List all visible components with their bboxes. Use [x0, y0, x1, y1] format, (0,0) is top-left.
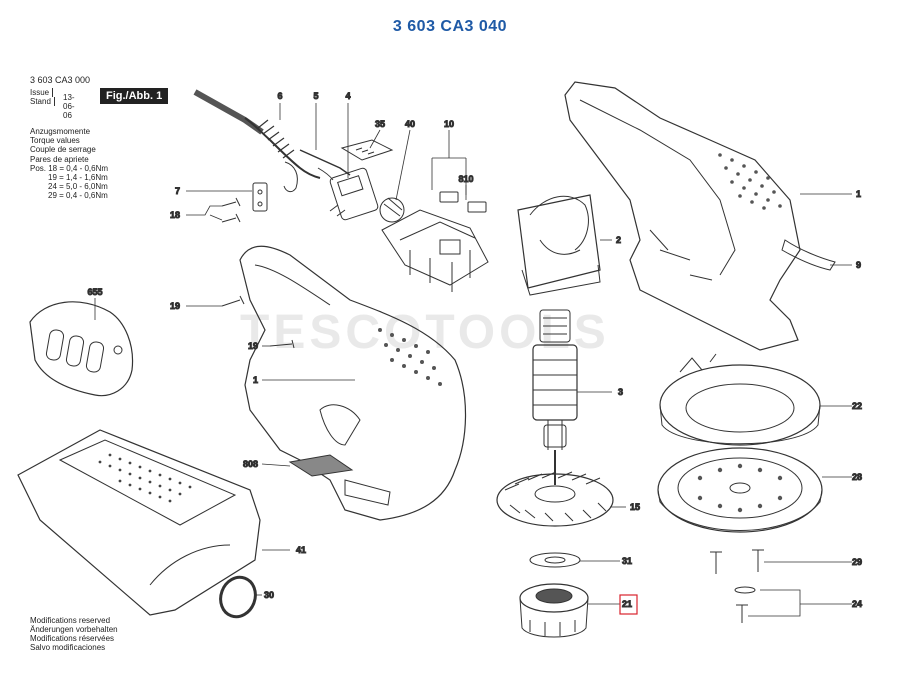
callout-6: 6: [277, 91, 282, 101]
callout-21: 21: [622, 599, 632, 609]
dust-box-part[interactable]: [17, 429, 261, 616]
modifications-notice: Modifications reserved Änderungen vorbeh…: [30, 616, 118, 652]
figure-label: Fig./Abb. 1: [100, 88, 169, 104]
screw-19a-part[interactable]: [221, 295, 245, 307]
switch-slider-part[interactable]: [340, 139, 394, 161]
callout-10: 10: [444, 119, 454, 129]
callout-1b: 1: [856, 189, 861, 199]
seal-ring-part[interactable]: [215, 572, 261, 621]
torque-heading-es: Pares de apriete: [30, 154, 89, 164]
field-coil-part[interactable]: [517, 194, 601, 296]
sanding-pad-part[interactable]: [657, 447, 823, 533]
callout-24: 24: [852, 599, 862, 609]
torque-row-24: 24 = 5,0 - 6,0Nm: [48, 182, 108, 192]
issue-stand-box: Issue Stand 13-06-06: [30, 88, 75, 120]
switch-part[interactable]: [329, 167, 379, 221]
callout-18: 18: [170, 210, 180, 220]
document-id: 3 603 CA3 000: [30, 75, 91, 85]
callout-29: 29: [852, 557, 862, 567]
armature-part[interactable]: [532, 309, 578, 450]
page-title: 3 603 CA3 040: [392, 18, 508, 35]
cable-part[interactable]: [299, 149, 351, 181]
callout-655: 655: [87, 287, 102, 297]
electronics-module-part[interactable]: [379, 197, 489, 292]
callout-28: 28: [852, 472, 862, 482]
callout-41: 41: [296, 545, 306, 555]
torque-values-block: Anzugsmomente Torque values Couple de se…: [30, 127, 108, 201]
callout-1a: 1: [253, 375, 258, 385]
torque-row-29: 29 = 0,4 - 0,6Nm: [48, 191, 108, 201]
eccentric-bearing-part[interactable]: [519, 583, 589, 638]
issue-label: Issue: [30, 88, 54, 97]
sole-plate-part[interactable]: [288, 454, 354, 477]
carbon-brush-part[interactable]: [439, 191, 487, 213]
callout-labels: 6 5 4 35 40 10 810 7 18 655 19 19 1 808 …: [87, 91, 863, 610]
screw-19b-part[interactable]: [269, 339, 295, 349]
torque-row-18: Pos. 18 = 0,4 - 0,6Nm: [30, 163, 109, 173]
stand-label: Stand: [30, 97, 55, 106]
pad-screw-29-part[interactable]: [710, 549, 764, 574]
callout-40: 40: [405, 119, 415, 129]
torque-row-19: 19 = 1,4 - 1,6Nm: [48, 173, 108, 183]
callout-19b: 19: [248, 341, 258, 351]
dust-cap-part[interactable]: [29, 301, 134, 397]
callout-35: 35: [375, 119, 385, 129]
callout-31: 31: [622, 556, 632, 566]
pad-screw-24-part[interactable]: [734, 586, 756, 623]
callout-19a: 19: [170, 301, 180, 311]
callout-7: 7: [175, 186, 180, 196]
callout-5: 5: [313, 91, 318, 101]
callout-22: 22: [852, 401, 862, 411]
callout-808: 808: [243, 459, 258, 469]
cover-strip-part[interactable]: [781, 239, 836, 271]
brake-ring-part[interactable]: [659, 353, 821, 446]
washer-part[interactable]: [529, 552, 581, 568]
callout-30: 30: [264, 590, 274, 600]
torque-heading-fr: Couple de serrage: [30, 145, 96, 155]
callout-3: 3: [618, 387, 623, 397]
clamp-part[interactable]: [252, 182, 268, 212]
mods-line-de: Modifications reserved: [30, 616, 111, 625]
callout-9: 9: [856, 260, 861, 270]
mods-line-es: Salvo modificaciones: [30, 643, 106, 652]
mods-line-fr: Modifications réservées: [30, 634, 115, 643]
housing-half-right-part[interactable]: [564, 81, 801, 351]
callout-4: 4: [345, 91, 350, 101]
torque-heading-en: Torque values: [30, 136, 80, 146]
highlight-box-21: [619, 594, 638, 615]
screw-18-part[interactable]: [221, 197, 241, 223]
callout-810: 810: [458, 174, 473, 184]
power-cord-part[interactable]: [193, 89, 321, 193]
callout-2: 2: [616, 235, 621, 245]
torque-heading-de: Anzugsmomente: [30, 127, 91, 136]
housing-half-left-part[interactable]: [239, 245, 467, 521]
leader-lines: [94, 103, 852, 617]
issue-date: 13-06-06: [63, 93, 75, 120]
mods-line-en: Änderungen vorbehalten: [30, 625, 118, 634]
fan-part[interactable]: [496, 450, 614, 527]
callout-15: 15: [630, 502, 640, 512]
